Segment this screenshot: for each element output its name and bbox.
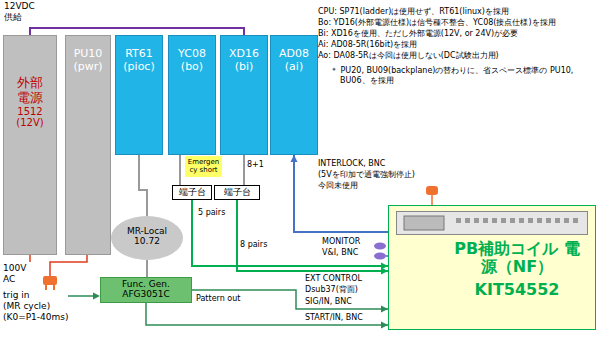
bnc-symbol xyxy=(374,243,386,250)
connector xyxy=(139,155,147,216)
connector xyxy=(147,260,148,277)
text-label: (MR cycle) xyxy=(3,301,50,312)
node-text: 端子台 xyxy=(216,187,258,197)
text-label: Ai: AD08-5R(16bit)を採用 xyxy=(318,40,417,50)
function-generator-box: Func. Gen. AFG3051C xyxy=(100,277,192,303)
connector-line xyxy=(180,155,181,185)
connector-line xyxy=(30,28,244,35)
text-label: (5Vを印加で通電強制停止) xyxy=(318,170,415,180)
arrow-head xyxy=(291,155,298,162)
text-label: Pattern out xyxy=(196,294,240,304)
node-text: YC08 (bo) xyxy=(170,48,214,73)
node-text: XD16 (bi) xyxy=(222,48,266,73)
node-text: 1512 (12V) xyxy=(10,106,50,129)
network-ellipse: MR-Local 10.72 xyxy=(111,216,183,260)
connector xyxy=(291,155,389,232)
connector-line xyxy=(139,155,147,216)
node-text: PB補助コイル 電源（NF） xyxy=(452,240,582,277)
bnc-symbol xyxy=(374,253,386,260)
plug-symbol xyxy=(43,276,57,290)
connector-line xyxy=(146,303,388,325)
node-text: Emergency short xyxy=(187,158,220,174)
text-label: CPU: SP71(ladder)は使用せず、RT61(linux)を採用 xyxy=(318,7,509,17)
connector-line xyxy=(244,155,245,185)
front-panel-illustration xyxy=(396,211,588,235)
module-box: YC08 (bo) xyxy=(168,35,216,155)
connector xyxy=(244,155,245,185)
node-text: 端子台 xyxy=(174,187,210,197)
text-label: Dsub37(背面) xyxy=(305,285,358,295)
node-text: 外部 電源 xyxy=(10,76,50,106)
connector xyxy=(180,155,181,185)
connector xyxy=(30,28,244,35)
terminal-block: 端子台 xyxy=(172,185,212,200)
text-label: trig in xyxy=(3,290,30,301)
text-label: MONITOR xyxy=(322,237,360,247)
connector-line xyxy=(146,260,148,277)
node-text: MR-Local 10.72 xyxy=(119,226,175,247)
ac-wire xyxy=(50,255,87,276)
arrow-head xyxy=(381,268,388,275)
text-label: ＊ PU20, BU09(backplane)の替わりに、省スペース標準の PU… xyxy=(330,66,602,85)
node-text: AD08 (ai) xyxy=(272,48,316,73)
arrow-head xyxy=(381,322,388,329)
connector xyxy=(192,290,388,313)
text-label: SIG/IN, BNC xyxy=(305,297,352,307)
text-label: INTERLOCK, BNC xyxy=(318,159,385,169)
text-label: START/IN, BNC xyxy=(305,313,363,323)
module-box: PU10 (pwr) xyxy=(65,35,111,255)
text-label: EXT CONTROL xyxy=(305,274,362,284)
text-label: 12VDC 供給 xyxy=(4,1,44,23)
text-label: 8+1 xyxy=(247,160,264,170)
connector xyxy=(192,200,388,270)
terminal-block: 端子台 xyxy=(214,185,260,200)
node-text: PU10 (pwr) xyxy=(67,48,109,73)
ac-wire xyxy=(29,255,31,262)
text-label: 今回未使用 xyxy=(318,181,358,191)
module-box: XD16 (bi) xyxy=(220,35,268,155)
connector-line xyxy=(237,200,388,271)
coil-power-supply-box: PB補助コイル 電源（NF） KIT54552 xyxy=(388,205,596,330)
module-box: AD08 (ai) xyxy=(270,35,318,155)
power-supply-box: 外部 電源1512 (12V) xyxy=(3,35,57,255)
connector xyxy=(146,303,388,329)
text-label: V&I, BNC xyxy=(322,248,358,258)
text-label: Ao: DA08-5Rは今回は使用しない(DC試験出力用) xyxy=(318,51,499,61)
trig-wire xyxy=(68,295,95,297)
text-label: 8 pairs xyxy=(240,240,267,250)
arrow-head xyxy=(93,293,100,300)
interlock-connector xyxy=(426,186,438,205)
note-tag: Emergency short xyxy=(185,156,222,177)
text-label: Bo: YD16(外部電源仕様)は信号種不整合、YC08(接点仕様)を採用 xyxy=(318,18,556,28)
connector-line xyxy=(294,155,388,232)
text-label: Bi: XD16を使用、ただし外部電源(12V, or 24V)が必要 xyxy=(318,29,518,39)
arrow-head xyxy=(381,306,388,313)
node-text: KIT54552 xyxy=(452,281,582,299)
text-label: 5 pairs xyxy=(198,208,228,218)
text-label: 100V AC xyxy=(3,263,31,285)
node-text: RT61 (pioc) xyxy=(117,48,161,73)
module-box: RT61 (pioc) xyxy=(115,35,163,155)
connector-line xyxy=(192,290,388,309)
node-text: Func. Gen. AFG3051C xyxy=(102,279,190,300)
text-label: (K0=P1-40ms) xyxy=(3,312,69,323)
connector xyxy=(237,200,388,275)
